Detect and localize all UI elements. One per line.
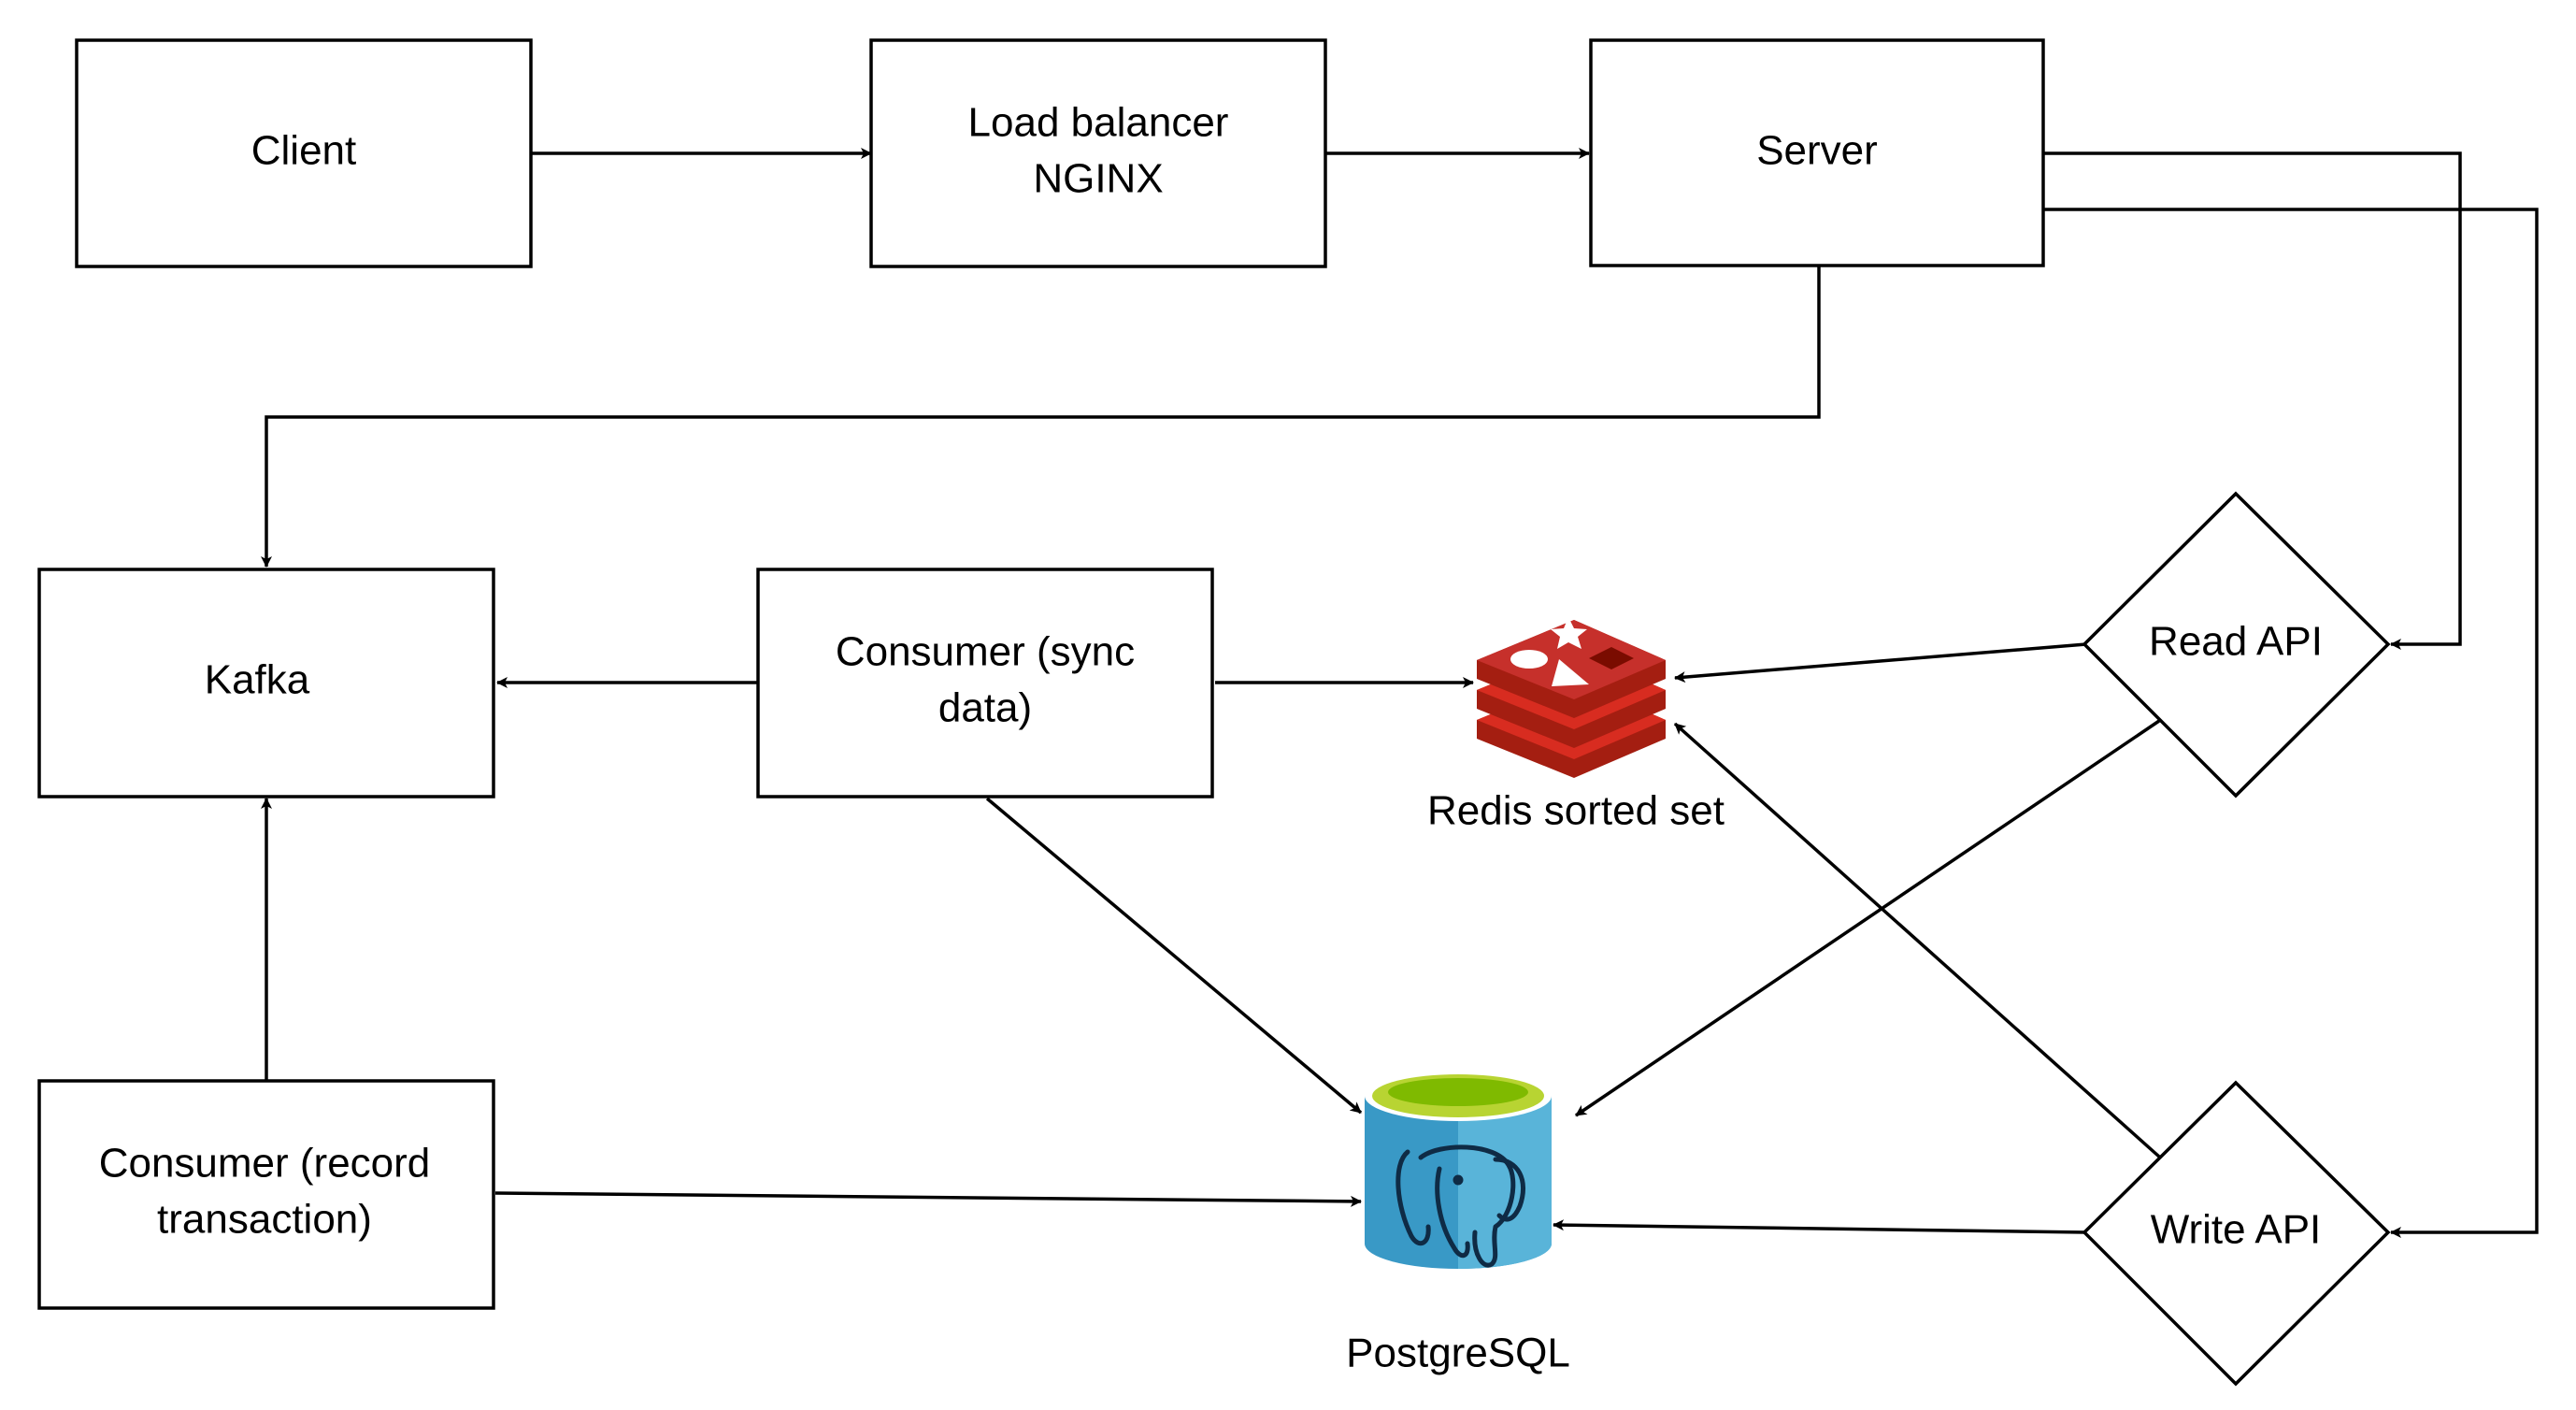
edge-read-api-to-redis	[1674, 642, 2087, 683]
redis-label: Redis sorted set	[1427, 788, 1724, 834]
edge-server-to-write-api	[2043, 208, 2539, 1238]
edge-read-api-to-postgres	[1575, 719, 2160, 1117]
node-consumer-sync-label-line2: data)	[938, 685, 1032, 731]
node-client-label: Client	[251, 128, 357, 174]
node-client[interactable]: Client	[75, 38, 533, 268]
node-consumer-sync[interactable]: Consumer (sync data)	[756, 568, 1214, 799]
node-consumer-record[interactable]: Consumer (record transaction)	[37, 1079, 495, 1310]
node-kafka-label: Kafka	[205, 657, 310, 703]
node-postgres[interactable]: PostgreSQL	[1346, 1071, 1570, 1376]
edge-server-to-kafka	[261, 266, 1821, 568]
node-write-api-label: Write API	[2151, 1207, 2322, 1253]
node-load-balancer-label-line1: Load balancer	[968, 100, 1229, 146]
edge-server-to-read-api	[2043, 151, 2462, 650]
redis-logo-icon	[1477, 617, 1666, 778]
node-load-balancer-label-line2: NGINX	[1033, 156, 1163, 202]
node-kafka[interactable]: Kafka	[37, 568, 495, 799]
node-consumer-record-label-line1: Consumer (record	[99, 1141, 431, 1187]
edges	[261, 148, 2539, 1238]
node-read-api-label: Read API	[2149, 619, 2323, 665]
node-server[interactable]: Server	[1589, 38, 2045, 267]
node-write-api[interactable]: Write API	[2082, 1080, 2391, 1387]
node-read-api[interactable]: Read API	[2082, 491, 2391, 799]
edge-write-api-to-redis	[1673, 722, 2161, 1158]
edge-consumer-record-to-postgres	[494, 1191, 1362, 1207]
node-redis[interactable]: Redis sorted set	[1427, 617, 1724, 834]
node-load-balancer[interactable]: Load balancer NGINX	[869, 38, 1327, 268]
postgres-label: PostgreSQL	[1346, 1331, 1570, 1376]
postgresql-database-icon	[1365, 1071, 1552, 1269]
node-consumer-sync-label-line1: Consumer (sync	[836, 629, 1135, 675]
node-server-label: Server	[1756, 128, 1878, 174]
edge-consumer-sync-to-postgres	[985, 797, 1363, 1115]
edge-write-api-to-postgres	[1553, 1219, 2087, 1234]
node-consumer-record-label-line2: transaction)	[157, 1197, 372, 1243]
